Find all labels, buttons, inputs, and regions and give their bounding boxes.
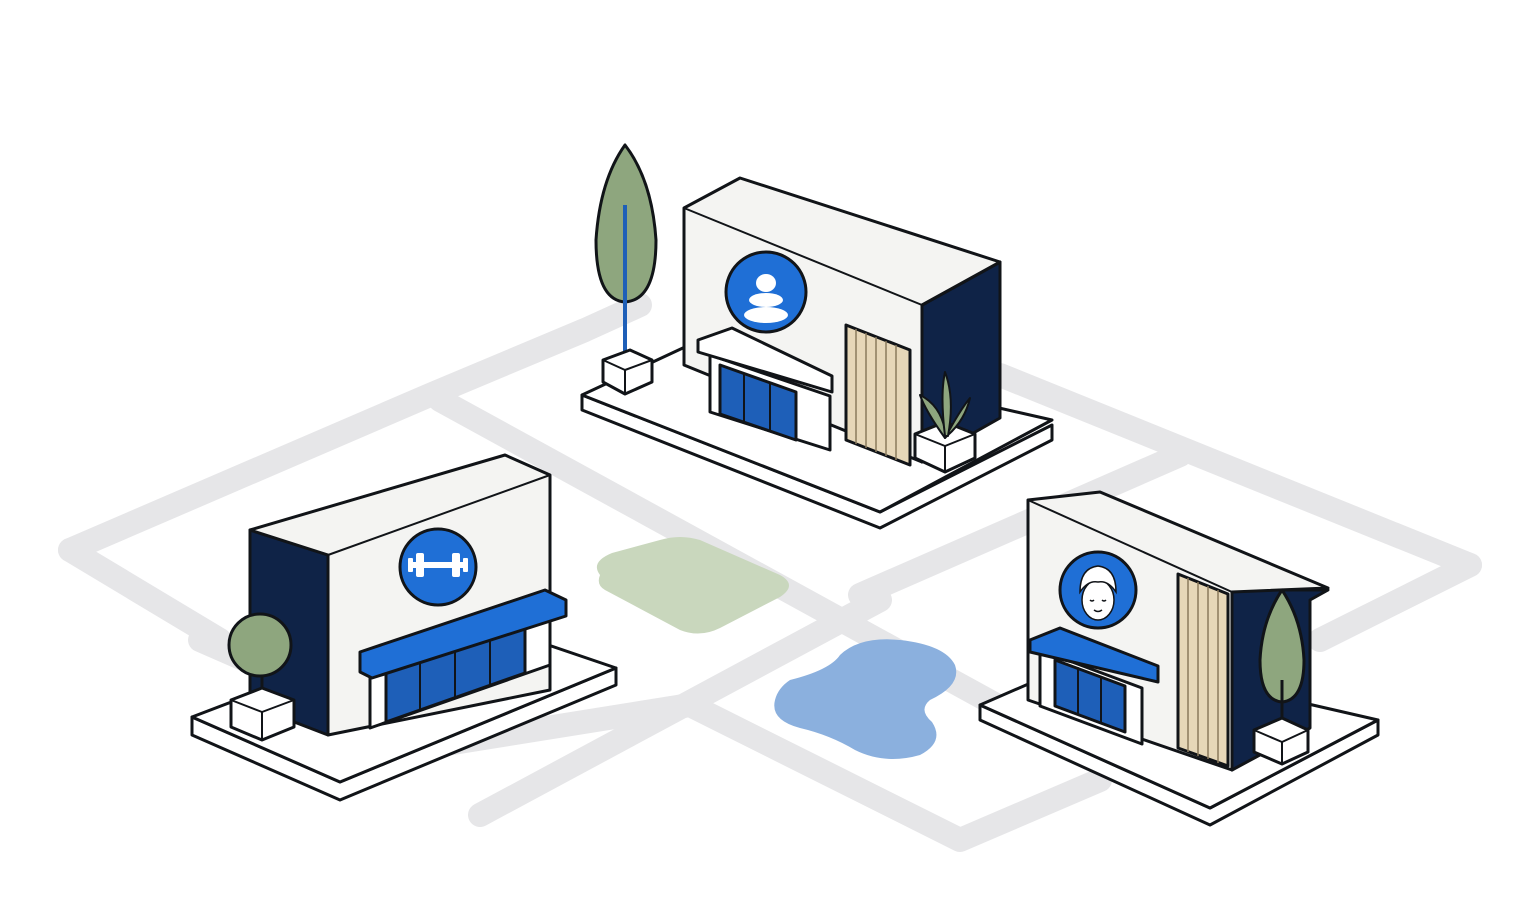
spa-building	[580, 143, 1054, 530]
gym-storefront	[358, 588, 568, 730]
gym-building	[190, 453, 618, 802]
salon-building	[978, 490, 1380, 827]
salon-storefront	[1028, 626, 1160, 746]
spa-wood-slats	[844, 323, 912, 467]
cypress-tree	[594, 143, 658, 396]
grass-patch	[596, 537, 789, 634]
towel-face-icon	[1058, 550, 1138, 630]
cypress-tree-small	[1252, 588, 1310, 766]
round-tree	[227, 612, 296, 742]
stacked-stones-icon	[724, 250, 808, 334]
spa-entrance	[696, 326, 834, 452]
potted-plant	[913, 371, 977, 474]
pond	[774, 639, 957, 759]
dumbbell-icon	[398, 527, 478, 607]
salon-wood-slats	[1176, 572, 1230, 768]
